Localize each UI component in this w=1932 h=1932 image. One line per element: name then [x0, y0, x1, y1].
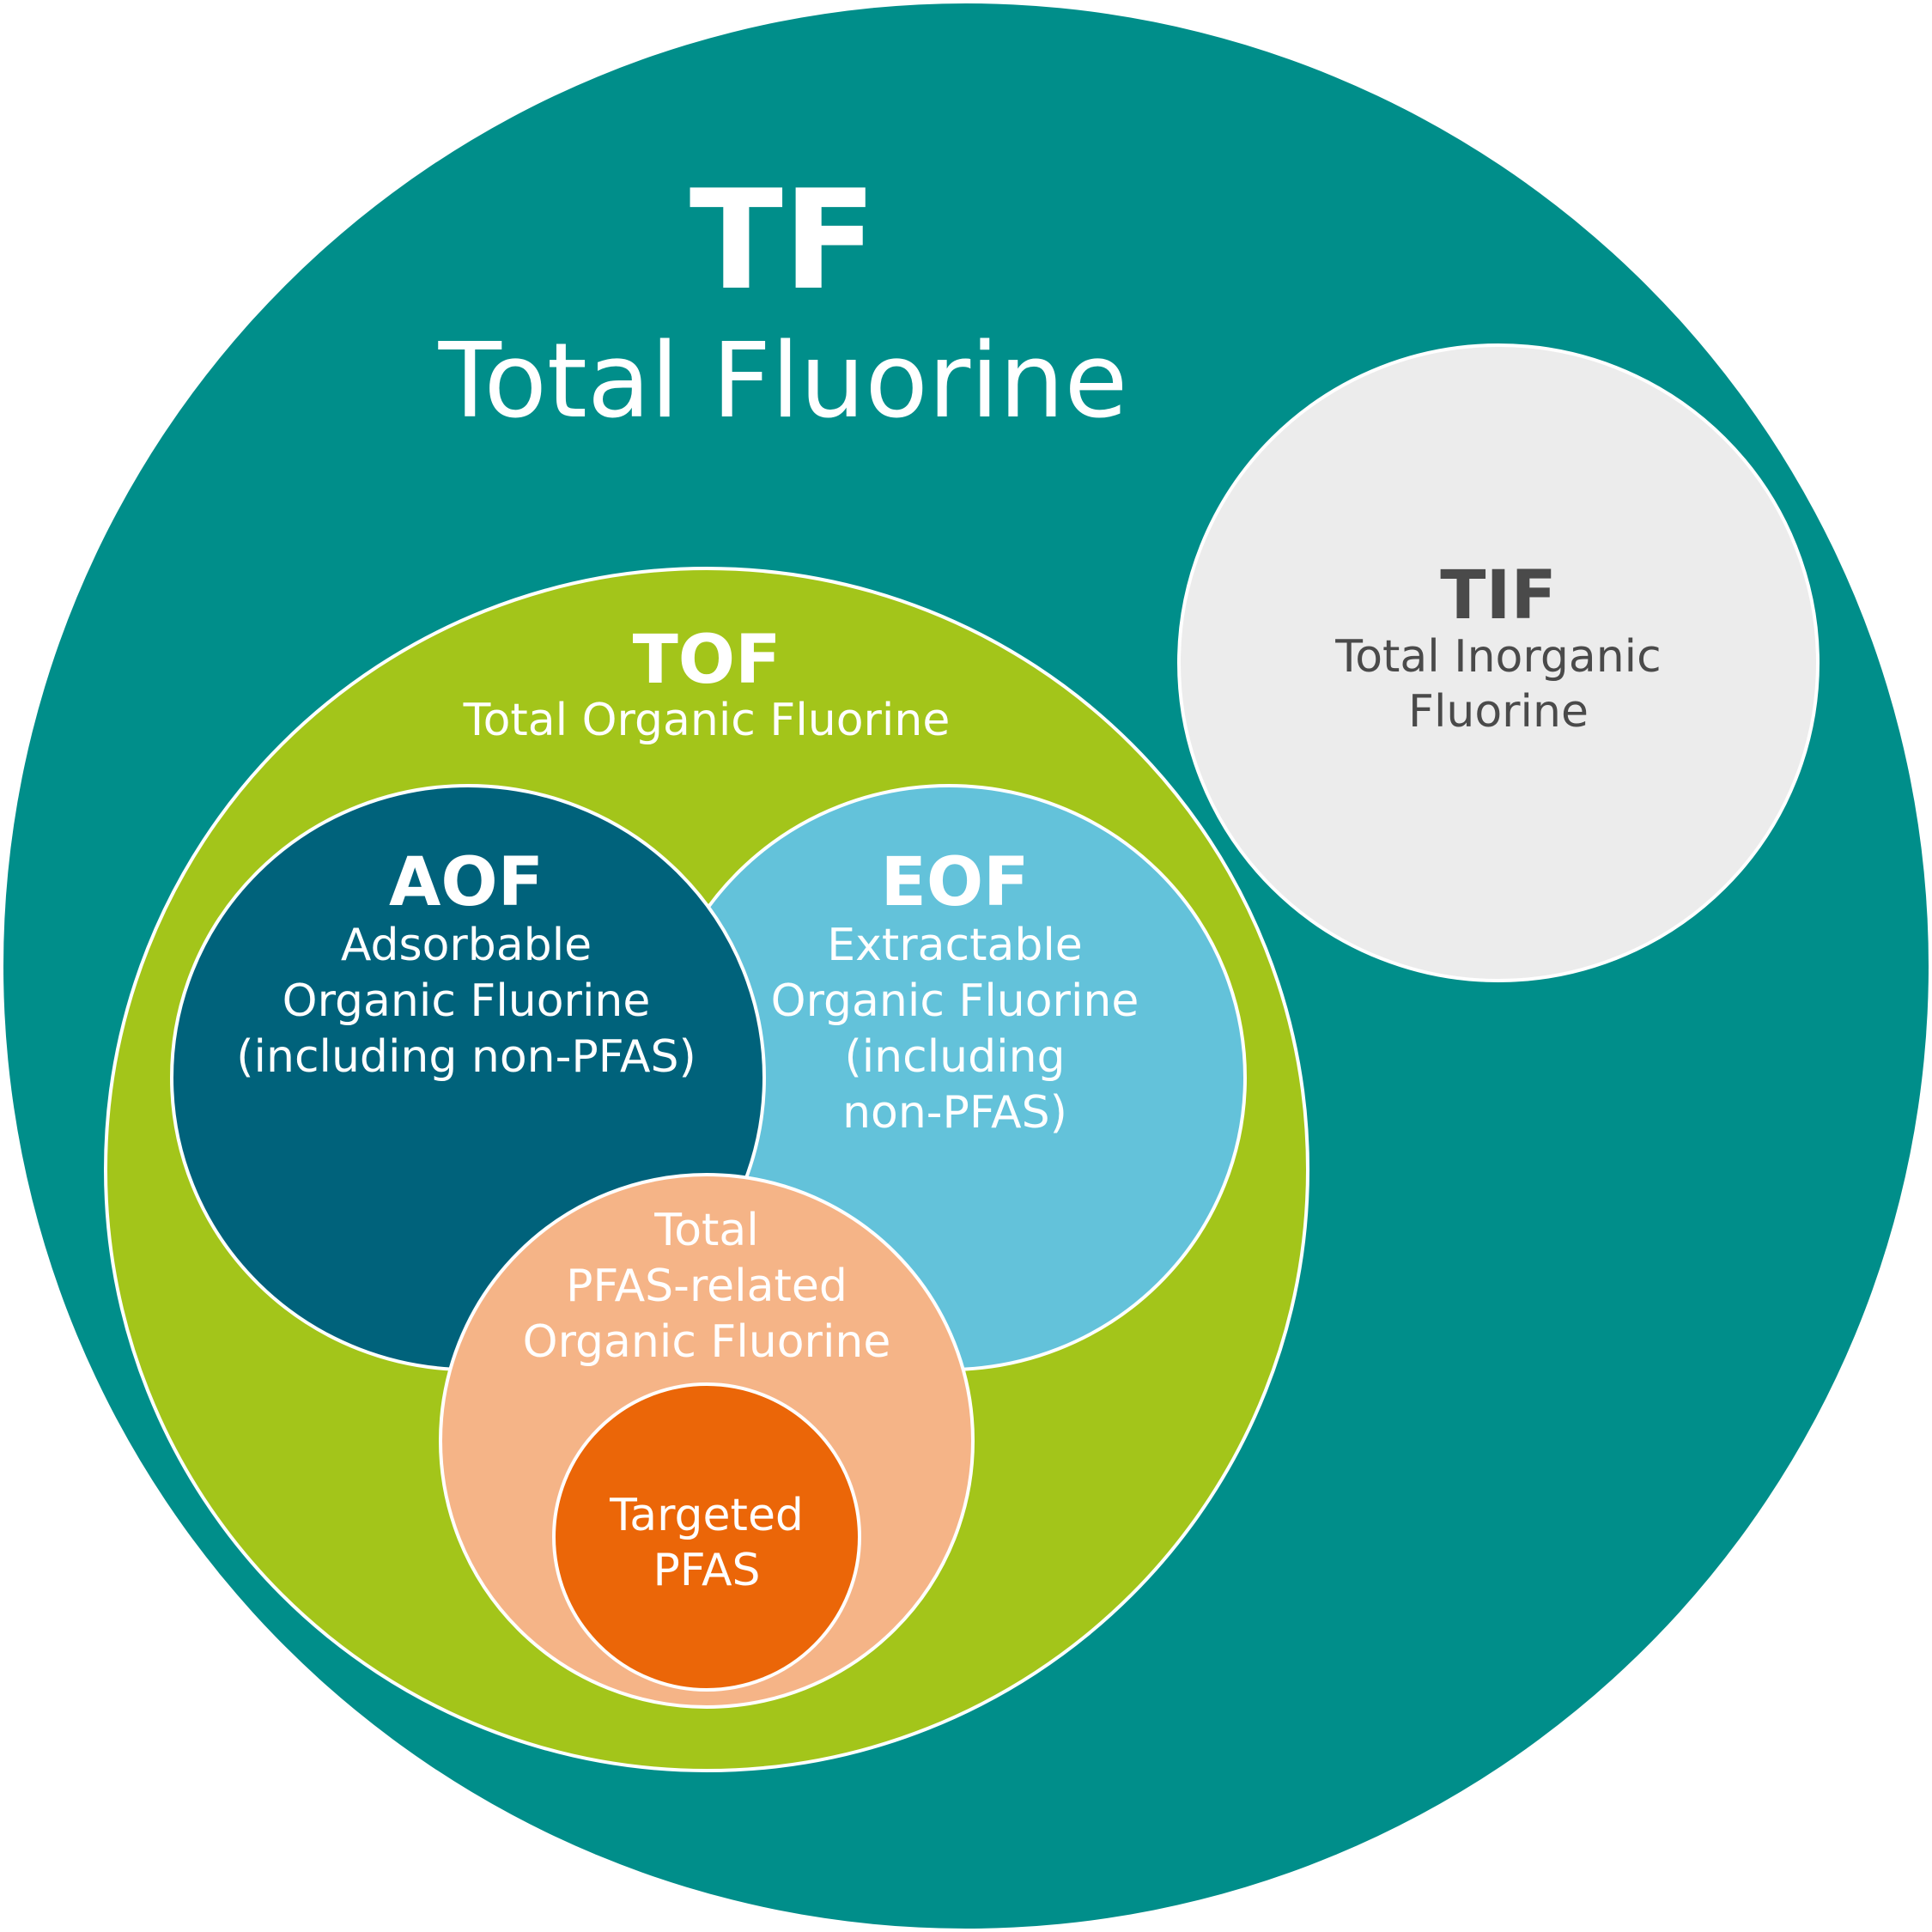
tif-circle [1177, 343, 1820, 982]
tif-name-line2: Fluorine [1408, 686, 1589, 738]
aof-line3: (including non-PFAS) [236, 1031, 696, 1083]
aof-labels: AOF Adsorbable Organic Fluorine (includi… [236, 844, 696, 1083]
eof-abbr: EOF [881, 844, 1030, 921]
pfas-related-labels: Total PFAS-related Organic Fluorine [523, 1205, 891, 1368]
targeted-line1: Targeted [609, 1490, 804, 1541]
eof-line2: Organic Fluorine [771, 975, 1139, 1027]
tif-group: TIF Total Inorganic Fluorine [1177, 343, 1820, 982]
targeted-line2: PFAS [653, 1545, 760, 1596]
tof-abbr: TOF [633, 622, 781, 699]
eof-labels: EOF Extractable Organic Fluorine (includ… [771, 844, 1139, 1139]
pfas-related-line3: Organic Fluorine [523, 1316, 891, 1368]
targeted-group [552, 1382, 861, 1692]
tf-abbr: TF [690, 160, 877, 320]
targeted-labels: Targeted PFAS [609, 1490, 804, 1596]
tif-name-line1: Total Inorganic [1334, 631, 1661, 683]
tif-abbr: TIF [1440, 557, 1557, 635]
tf-name: Total Fluorine [438, 322, 1128, 441]
targeted-circle [552, 1382, 861, 1692]
tof-name: Total Organic Fluorine [463, 695, 951, 746]
pfas-related-line2: PFAS-related [566, 1261, 848, 1312]
aof-line2: Organic Fluorine [283, 975, 651, 1027]
aof-line1: Adsorbable [341, 920, 592, 971]
eof-line3: (including [844, 1031, 1065, 1083]
pfas-related-line1: Total [653, 1205, 758, 1256]
eof-line4: non-PFAS) [842, 1087, 1067, 1139]
eof-line1: Extractable [827, 920, 1083, 971]
aof-abbr: AOF [389, 844, 544, 921]
